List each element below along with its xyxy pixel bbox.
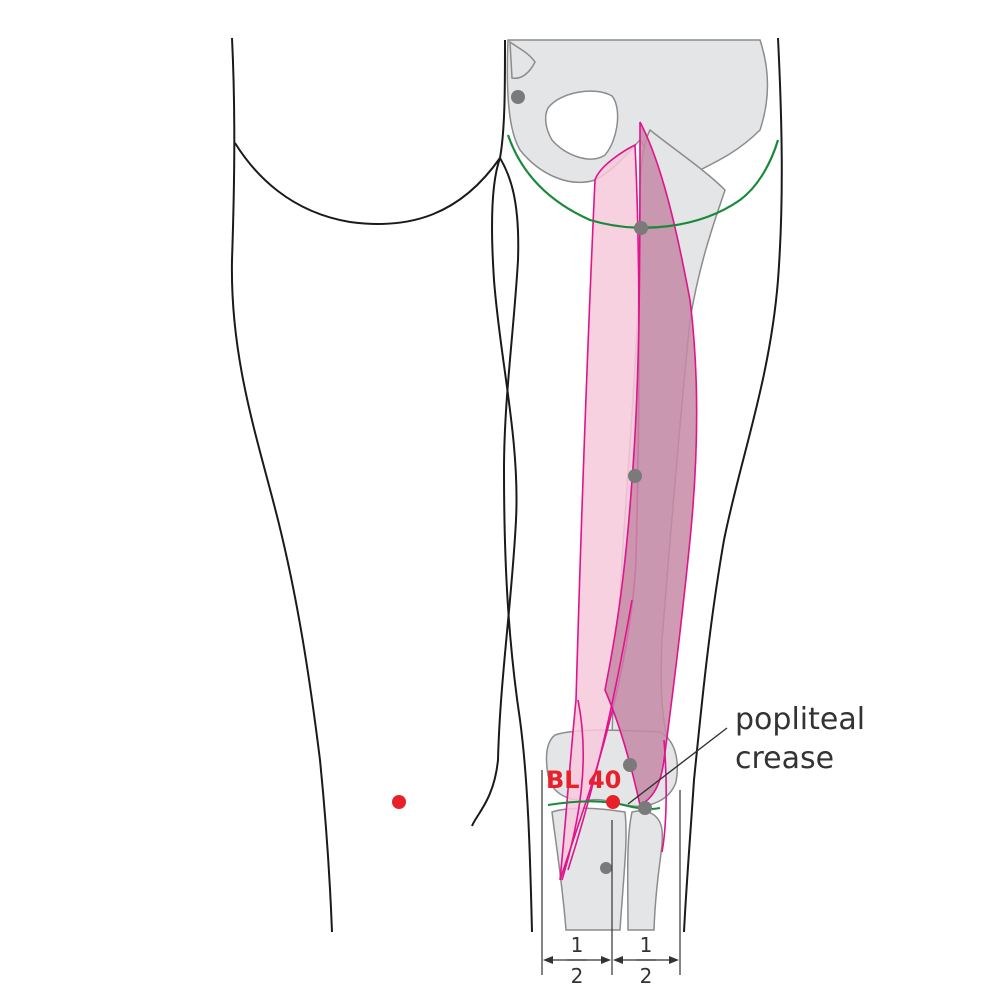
fraction-left: 1 2: [567, 933, 587, 988]
landmark-dot-gluteal-fold: [634, 221, 648, 235]
crease-pointer-line: [627, 727, 728, 805]
left-leg-outline: [230, 37, 518, 933]
fraction-left-denominator: 2: [571, 964, 584, 988]
semitendinosus-muscle: [559, 143, 640, 881]
arrow-right-start: [613, 956, 623, 964]
right-leg-outer-contour: [683, 37, 783, 933]
arrow-left-end: [601, 956, 611, 964]
biceps-femoris-muscle: [604, 121, 698, 807]
crease-label-line1: popliteal: [735, 702, 865, 737]
fibula: [626, 810, 664, 931]
semitendinosus-tendon: [567, 599, 633, 871]
fraction-right-denominator: 2: [640, 964, 653, 988]
hamstring-muscles: [559, 121, 698, 881]
arrow-left-start: [543, 956, 553, 964]
right-leg-inner-contour: [499, 157, 533, 933]
left-leg-inner-contour: [471, 39, 518, 827]
gluteal-fold-line: [506, 134, 780, 229]
obturator-foramen: [544, 90, 619, 160]
left-leg-outer-contour: [230, 37, 333, 933]
biceps-tendon: [661, 739, 667, 853]
bl40-label: BL 40: [546, 766, 621, 794]
landmark-dot-knee-lateral: [638, 801, 652, 815]
landmark-dot-tibia: [600, 862, 612, 874]
landmark-dot-sacral: [511, 90, 525, 104]
fraction-right-numerator: 1: [640, 933, 653, 957]
dimension-arrowheads: [543, 956, 679, 964]
semimembranosus-tendon: [561, 699, 585, 881]
landmark-points: [511, 90, 652, 874]
left-buttock-line: [234, 142, 501, 225]
crease-label-line2: crease: [735, 741, 834, 776]
arrow-right-end: [669, 956, 679, 964]
sacrum-fragment: [509, 40, 536, 80]
landmark-dot-knee-upper: [623, 758, 637, 772]
landmark-dot-mid-thigh: [628, 469, 642, 483]
acupoint-bl40-right: [606, 795, 620, 809]
right-leg-outline: [499, 37, 783, 933]
fraction-right: 1 2: [636, 933, 656, 988]
pelvis-bone: [506, 39, 769, 184]
acupoint-bl40-left: [392, 795, 406, 809]
fraction-left-numerator: 1: [571, 933, 584, 957]
